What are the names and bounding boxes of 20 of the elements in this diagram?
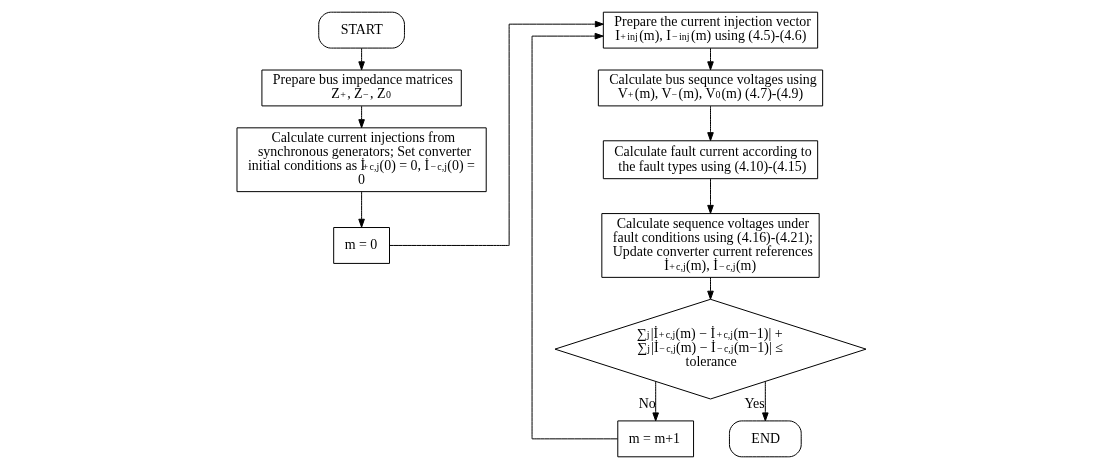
node-box: END — [728, 420, 802, 458]
arrow — [357, 47, 365, 71]
node-box: Calculate fault current according to the fault types using (4.10)-(4.15) — [602, 140, 818, 180]
arrow — [706, 47, 714, 71]
node-box: m = 0 — [332, 227, 390, 264]
arrow — [706, 178, 714, 214]
node-box: Calculate sequence voltages under fault conditions using (4.16)-(4.21); Update converter current references İ+c,j(m), İ−c,j(m) — [600, 213, 820, 278]
arrow — [357, 191, 365, 228]
arrow — [651, 381, 659, 422]
arrow — [531, 32, 618, 440]
node-box: START — [317, 11, 405, 49]
arrow — [706, 276, 714, 300]
arrow — [357, 105, 365, 129]
arrow — [706, 105, 714, 142]
node-box: m = m+1 — [616, 420, 694, 458]
node-box: Prepare bus impedance matrices Z+, Z−, Z0 — [260, 69, 462, 107]
arrow — [388, 20, 604, 246]
node-box: Prepare the current injection vector I+inj(m), I−inj(m) using (4.5)-(4.6) — [602, 11, 818, 49]
node-box: Calculate bus sequnce voltages using V+(m), V−(m), V0(m) (4.7)-(4.9) — [597, 69, 823, 107]
arrow — [761, 381, 769, 422]
